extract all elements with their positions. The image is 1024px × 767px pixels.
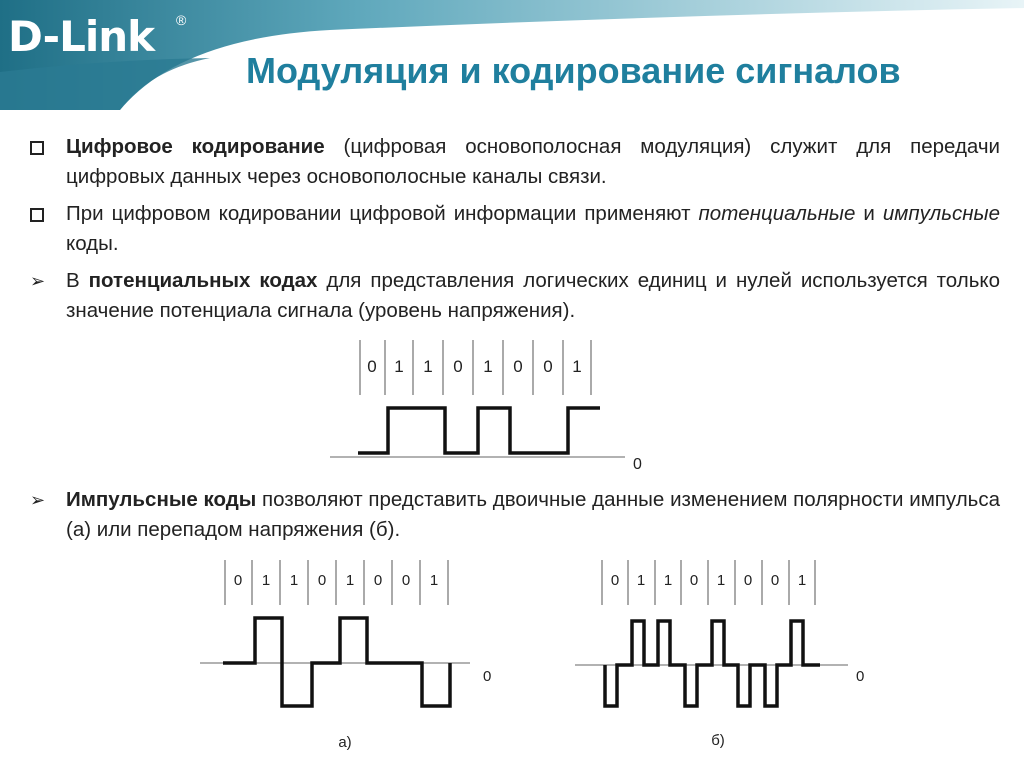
bullet-text: Импульсные коды позволяют представить дв… [66, 485, 1000, 545]
potential-code-diagram: 0 1 1 0 1 0 0 1 0 [330, 340, 642, 473]
bullet-text: Цифровое кодирование (цифровая основопол… [66, 132, 1000, 192]
bit-label: 0 [690, 572, 698, 589]
pulse-code-diagram-b: 0 1 1 0 1 0 0 1 0 б) [575, 560, 864, 749]
bit-label: 1 [423, 357, 432, 376]
bit-label: 1 [664, 572, 672, 589]
bit-label: 1 [430, 572, 438, 589]
zero-label: 0 [856, 668, 864, 685]
potential-signal [358, 406, 600, 455]
bullet-body: для представления логических единиц и ну… [66, 269, 1000, 322]
bullet-body: При цифровом кодировании цифровой информ… [66, 202, 699, 225]
bullet-code-types: При цифровом кодировании цифровой информ… [30, 199, 1000, 259]
bit-label: 1 [798, 572, 806, 589]
checkbox-bullet-icon [30, 199, 52, 231]
bit-label: 0 [402, 572, 410, 589]
bit-label: 0 [367, 357, 376, 376]
bit-label: 0 [374, 572, 382, 589]
bit-label: 1 [346, 572, 354, 589]
checkbox-bullet-icon [30, 132, 52, 164]
diagram-caption-a: а) [338, 734, 351, 751]
page-title: Модуляция и кодирование сигналов [246, 50, 901, 91]
bit-label: 0 [318, 572, 326, 589]
bullet-italic: потенциальные [698, 202, 856, 225]
diagram-caption-b: б) [711, 732, 725, 749]
bit-label: 1 [394, 357, 403, 376]
bit-label: 1 [483, 357, 492, 376]
bit-label: 0 [543, 357, 552, 376]
pulse-code-diagram-a: 0 1 1 0 1 0 0 1 0 а) [200, 560, 491, 751]
bullet-bold: Цифровое кодирование [66, 135, 325, 158]
pulse-signal-a [223, 616, 452, 708]
bit-label: 1 [717, 572, 725, 589]
zero-label: 0 [633, 456, 642, 473]
bit-label: 0 [234, 572, 242, 589]
bit-label: 1 [637, 572, 645, 589]
bullet-italic: импульсные [882, 202, 1000, 225]
bit-label: 0 [611, 572, 619, 589]
bullet-text: В потенциальных кодах для представления … [66, 266, 1000, 326]
registered-mark: ® [176, 12, 187, 28]
zero-label: 0 [483, 668, 491, 685]
brand-logo: D-Link [8, 12, 155, 61]
bullet-body: В [66, 269, 89, 292]
bit-label: 0 [744, 572, 752, 589]
bit-label: 0 [513, 357, 522, 376]
arrow-bullet-icon: ➢ [30, 490, 46, 510]
bit-label: 1 [290, 572, 298, 589]
arrow-bullet-icon: ➢ [30, 271, 46, 291]
pulse-signal-b [603, 619, 820, 708]
bullet-pulse-codes: ➢ Импульсные коды позволяют представить … [30, 485, 1000, 545]
header-banner [0, 0, 1024, 110]
bullet-text: При цифровом кодировании цифровой информ… [66, 199, 1000, 259]
bit-label: 0 [453, 357, 462, 376]
bullet-body: и [855, 202, 883, 225]
bit-label: 0 [771, 572, 779, 589]
bullet-body: коды. [66, 232, 119, 255]
bullet-digital-coding: Цифровое кодирование (цифровая основопол… [30, 132, 1000, 192]
bit-label: 1 [262, 572, 270, 589]
bullet-bold: Импульсные коды [66, 488, 257, 511]
bit-label: 1 [572, 357, 581, 376]
bullet-body: (цифровая основополосная модуляция) служ… [66, 135, 1000, 188]
bullet-body: позволяют представить двоичные данные из… [66, 488, 1000, 541]
bullet-potential-codes: ➢ В потенциальных кодах для представлени… [30, 266, 1000, 326]
bullet-bold: потенциальных кодах [88, 269, 318, 292]
